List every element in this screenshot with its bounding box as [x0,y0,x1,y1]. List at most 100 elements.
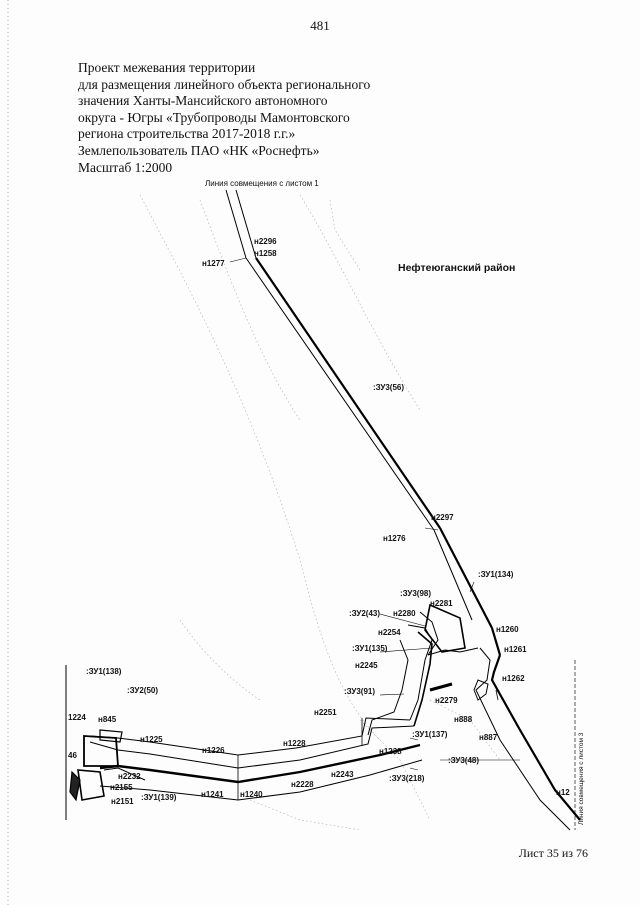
leader [229,257,247,263]
parcel-zu1-139 [77,769,105,801]
page-number: 481 [310,18,330,33]
point-label: н1241 [201,790,224,799]
parcel-zu2-50 [99,729,123,743]
title-block: Проект межевания территории для размещен… [78,60,408,176]
branch-area [367,603,479,736]
leader-lines [229,257,520,771]
corridor-edge [89,717,411,756]
point-label: н888 [454,715,473,724]
corridor-edge [367,639,409,736]
parcel-label: :ЗУ3(218) [389,774,425,783]
title-line: значения Ханты-Мансийского автономного [78,93,328,109]
point-label: н1240 [240,790,263,799]
point-label: 46 [68,751,77,760]
corridor-edge [433,529,473,621]
parcel-label: :ЗУ1(137) [412,730,448,739]
point-label: н2232 [118,772,141,781]
point-label: н2254 [378,628,401,637]
background-contours [139,194,501,831]
contour-line [179,619,261,701]
parcel-label: :ЗУ3(91) [344,687,375,696]
pipeline-corridor-southeast [473,647,581,831]
corridor-edge [413,631,433,727]
region-label: Нефтеюганский район [398,262,515,274]
point-label: н1262 [502,674,525,683]
point-label: н2281 [430,599,453,608]
point-label: н1225 [140,735,163,744]
parcel-label: :ЗУ1(138) [86,667,122,676]
title-line: Землепользователь ПАО «НК «Роснефть» [78,142,320,158]
corridor-edge [490,654,581,821]
contour-line [359,719,431,821]
corridor-edge [495,689,499,701]
point-label: н845 [98,715,117,724]
parcel-label: :ЗУ1(134) [478,570,514,579]
corridor-edge [255,257,441,529]
leader [424,527,439,531]
contour-line [139,194,381,741]
corridor-edge [475,647,571,831]
sheet-number: Лист 35 из 76 [518,846,588,860]
match-line-top-label: Линия совмещения с листом 1 [205,179,319,188]
parcel-outline [419,611,439,656]
corridor-edge [235,189,257,259]
parcel-label: :ЗУ2(43) [349,609,380,618]
point-label: н1228 [283,739,306,748]
pipeline-corridor-south [89,717,423,801]
contour-line [199,199,301,421]
west-parcels [65,665,146,820]
title-line: для размещения линейного объекта региона… [78,76,371,92]
contour-line [429,699,501,761]
title-line: региона строительства 2017-2018 г.г.» [78,126,296,142]
leader [409,767,419,771]
contour-line [329,199,361,271]
leader [379,613,426,627]
corridor-edge [407,624,433,721]
point-label: н887 [479,733,498,742]
parcel-zu1-138 [83,735,119,767]
point-label: н1226 [202,746,225,755]
corridor-edge [103,767,146,781]
parcel-label: :ЗУ1(139) [141,793,177,802]
pipeline-corridor-north [225,189,502,656]
point-label: н2297 [431,513,454,522]
point-label: н2296 [254,237,277,246]
leader [379,693,405,696]
contour-line [299,194,421,411]
corridor-edge [99,759,423,801]
corridor-edge [439,527,493,629]
point-label: н2151 [111,797,134,806]
leader [379,647,433,653]
parcel-label: :ЗУ3(98) [400,589,431,598]
point-label: н2155 [110,783,133,792]
point-label: н2243 [331,770,354,779]
point-label: н2251 [314,708,337,717]
parcel-label: :ЗУ3(56) [373,383,404,392]
scale-line: Масштаб 1:2000 [78,159,173,175]
corridor-edge [427,647,479,656]
point-label: н1277 [202,259,225,268]
point-label: н1238 [379,747,402,756]
corridor-edge [225,189,247,259]
point-label: н1261 [504,645,527,654]
corridor-edge [245,257,435,531]
contour-line [249,799,361,831]
title-line: округа - Югры «Трубопроводы Мамонтовског… [78,109,350,125]
corridor-edge [89,725,415,769]
parcel-zu3-98 [424,603,466,653]
corridor-edge [99,743,421,784]
leader [469,581,475,593]
corridor-edge [490,627,502,656]
leader [409,737,419,741]
point-label: 1224 [68,713,86,722]
parcel-label: :ЗУ2(50) [127,686,158,695]
point-label: н1276 [383,534,406,543]
parcel-label: :ЗУ1(135) [352,644,388,653]
point-label: н2279 [435,696,458,705]
arrow-mark [429,682,453,692]
title-line: Проект межевания территории [78,60,256,75]
point-label: н1258 [254,249,277,258]
point-label: н2245 [355,661,378,670]
